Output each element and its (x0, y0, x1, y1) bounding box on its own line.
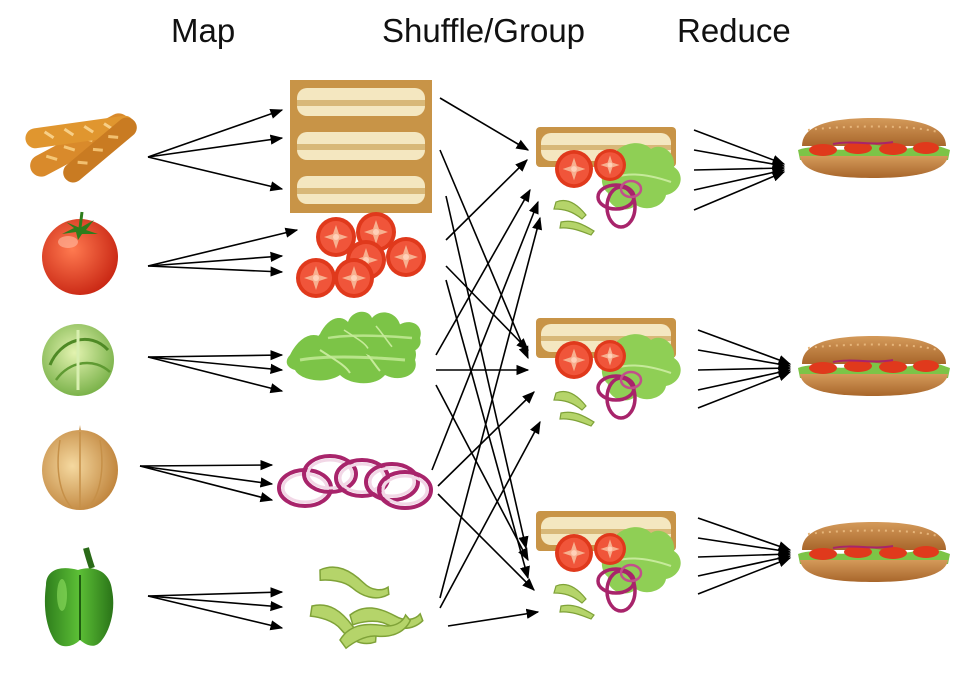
map-arrow (147, 251, 284, 267)
reduce-arrow (693, 149, 786, 170)
map-arrow (147, 595, 284, 631)
shuffle-arrow (445, 279, 530, 580)
shuffle-group-stage-title: Shuffle/Group (382, 12, 586, 49)
shuffle-arrow (437, 391, 535, 487)
shuffle-arrow (435, 188, 531, 356)
shuffle-arrow (439, 216, 543, 599)
reduce-arrow (693, 171, 786, 211)
map-arrow (147, 595, 284, 612)
shuffle-arrow (445, 265, 529, 351)
map-arrow (147, 265, 284, 277)
shuffle-arrow (439, 97, 530, 151)
reduce-arrow (697, 371, 792, 409)
reduce-arrow (697, 537, 792, 556)
green-pepper-icon (44, 547, 114, 647)
shuffle-arrow (431, 200, 539, 471)
pepper-strips-icon (305, 563, 425, 658)
shuffle-arrow (439, 149, 529, 360)
shuffle-arrow (437, 493, 535, 591)
reduce-arrow (697, 349, 792, 370)
reduce-arrow (697, 517, 792, 552)
map-arrow (147, 356, 284, 394)
shuffle-arrow (445, 195, 529, 550)
shuffle-arrow (445, 159, 528, 241)
sliced-bread-icon (290, 80, 432, 213)
map-arrow (147, 227, 299, 267)
reduce-arrow (693, 129, 786, 165)
baguette-icon (25, 113, 137, 183)
onion-icon (42, 425, 118, 510)
reduce-arrow (697, 553, 792, 577)
sandwich-icon (797, 521, 951, 583)
map-arrow (147, 356, 284, 374)
tomato-icon (42, 211, 118, 295)
lettuce-icon (42, 324, 114, 396)
map-arrow (139, 459, 274, 471)
reduce-arrow (697, 329, 792, 365)
shuffle-arrow (435, 384, 529, 562)
map-stage-title: Map (171, 12, 236, 49)
sandwich-icon (797, 117, 951, 179)
map-arrow (147, 108, 284, 158)
map-arrow (139, 465, 274, 488)
shuffle-arrow (447, 608, 540, 627)
reduce-arrow (697, 549, 792, 560)
lettuce-leaves-icon (285, 310, 422, 385)
map-arrow (147, 134, 284, 158)
map-arrow (139, 465, 274, 503)
map-arrow (147, 587, 284, 598)
ingredient-group-icon (536, 318, 681, 426)
onion-rings-icon (277, 454, 433, 510)
reduce-arrow (697, 557, 792, 595)
map-arrow (147, 350, 284, 361)
ingredient-group-icon (536, 511, 681, 619)
reduce-stage-title: Reduce (677, 12, 791, 49)
sandwich-icon (797, 335, 951, 397)
reduce-arrow (697, 367, 792, 391)
reduce-arrow (697, 363, 792, 374)
map-arrow (147, 156, 284, 192)
reduce-arrow (693, 163, 786, 174)
ingredient-group-icon (536, 127, 681, 235)
sliced-tomato-icon (296, 212, 426, 298)
shuffle-arrow (439, 420, 541, 609)
reduce-arrow (693, 167, 786, 191)
